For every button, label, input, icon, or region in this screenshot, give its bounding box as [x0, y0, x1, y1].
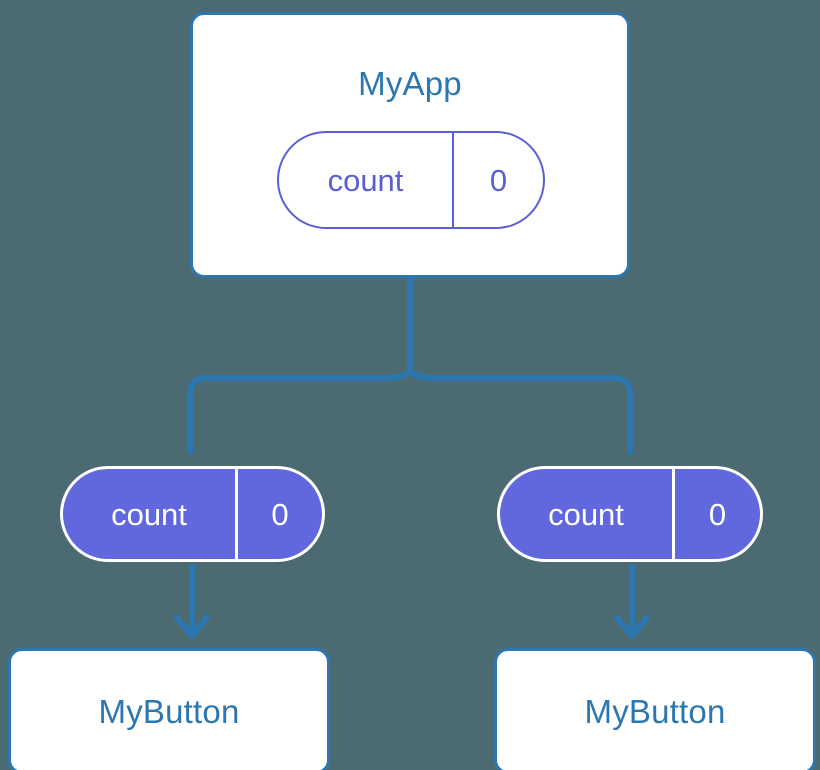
- props-pill-right-key: count: [500, 469, 675, 559]
- props-pill-left[interactable]: count 0: [60, 466, 325, 562]
- connector-split-to-left-pill: [187, 369, 413, 455]
- leaf-component-card-right[interactable]: MyButton: [494, 648, 816, 770]
- root-component-title: MyApp: [358, 65, 462, 102]
- root-state-pill[interactable]: count 0: [277, 131, 545, 229]
- leaf-component-card-left[interactable]: MyButton: [8, 648, 330, 770]
- root-state-pill-key: count: [279, 133, 454, 227]
- root-state-pill-value: 0: [489, 162, 508, 198]
- props-pill-left-key: count: [63, 469, 238, 559]
- leaf-component-title-right: MyButton: [584, 692, 726, 730]
- leaf-component-title-left: MyButton: [98, 692, 240, 730]
- props-pill-right[interactable]: count 0: [497, 466, 763, 562]
- connector-split-to-right-pill: [407, 369, 633, 455]
- props-pill-right-value: 0: [708, 496, 727, 532]
- props-pill-left-value: 0: [271, 496, 289, 532]
- arrowhead-right: [614, 615, 650, 639]
- arrowhead-left: [174, 615, 210, 639]
